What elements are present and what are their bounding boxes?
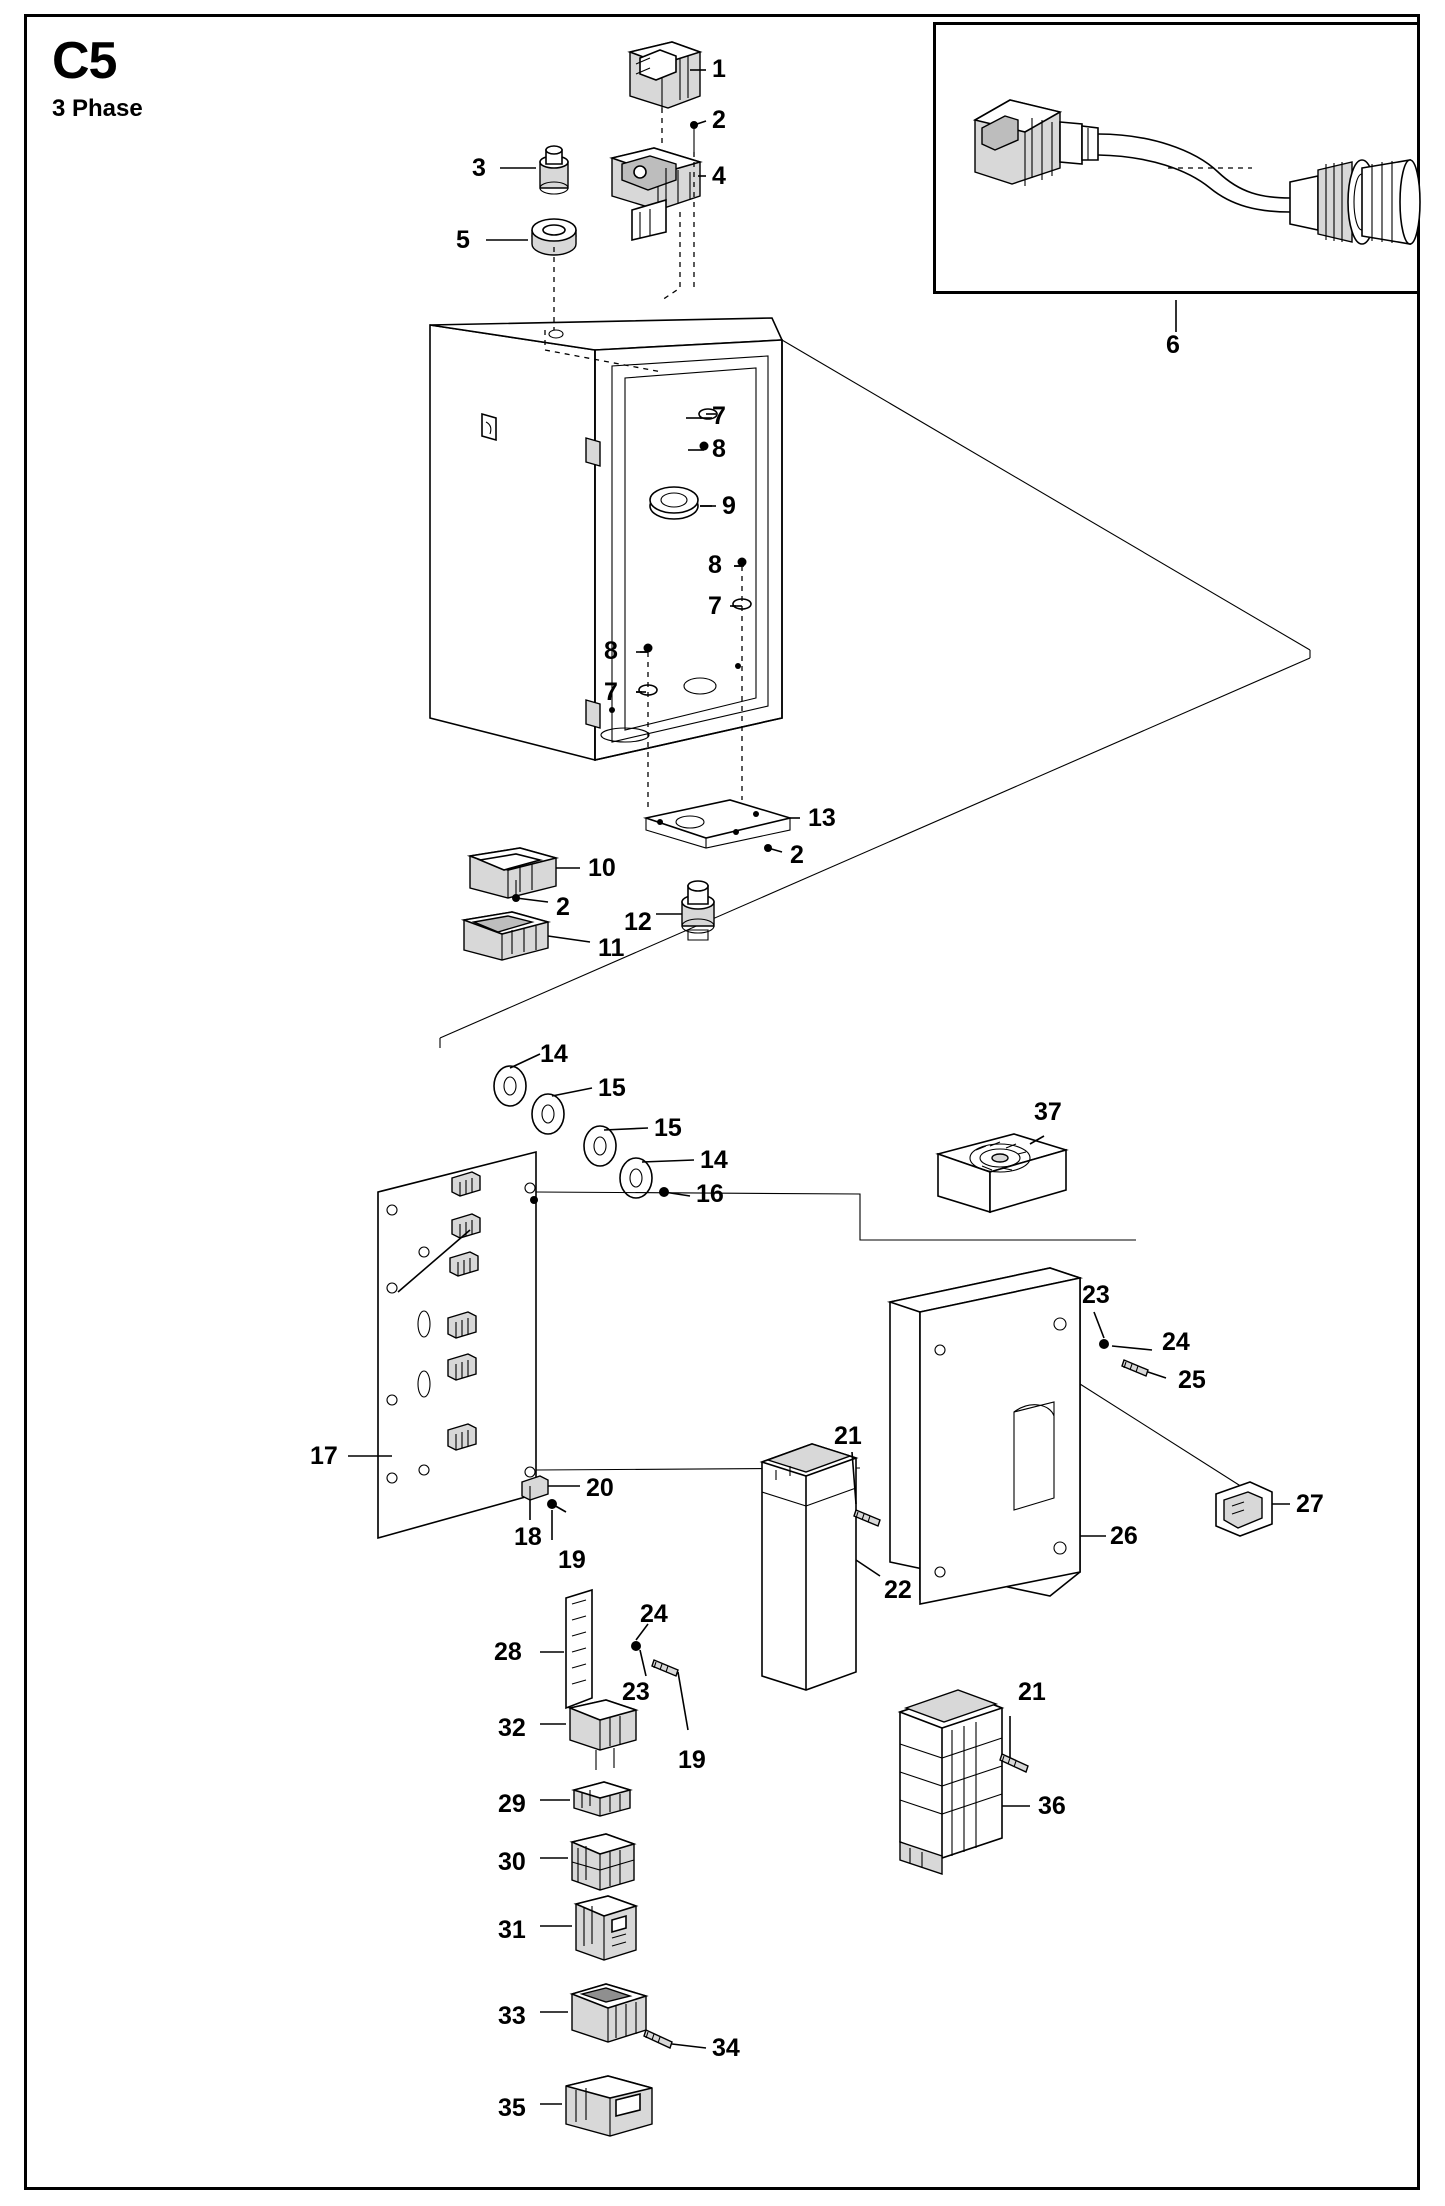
inset-detail-box (933, 22, 1420, 294)
callout-23: 23 (1082, 1281, 1110, 1309)
callout-27: 27 (1296, 1490, 1324, 1518)
page-border (24, 14, 1420, 2190)
callout-28: 28 (494, 1638, 522, 1666)
callout-7: 7 (712, 402, 726, 430)
callout-33: 33 (498, 2002, 526, 2030)
callout-9: 9 (722, 492, 736, 520)
callout-8-c: 8 (604, 637, 618, 665)
callout-13: 13 (808, 804, 836, 832)
callout-25: 25 (1178, 1366, 1206, 1394)
callout-15: 15 (598, 1074, 626, 1102)
callout-23-b: 23 (622, 1678, 650, 1706)
callout-14: 14 (540, 1040, 568, 1068)
callout-21: 21 (834, 1422, 862, 1450)
callout-8: 8 (712, 435, 726, 463)
callout-1: 1 (712, 55, 726, 83)
callout-26: 26 (1110, 1522, 1138, 1550)
callout-8-b: 8 (708, 551, 722, 579)
callout-3: 3 (472, 154, 486, 182)
callout-34: 34 (712, 2034, 740, 2062)
callout-22: 22 (884, 1576, 912, 1604)
callout-17: 17 (310, 1442, 338, 1470)
callout-5: 5 (456, 226, 470, 254)
callout-11: 11 (598, 934, 625, 962)
callout-36: 36 (1038, 1792, 1066, 1820)
callout-7-c: 7 (604, 678, 618, 706)
callout-6: 6 (1166, 331, 1180, 359)
title-block: C5 3 Phase (52, 34, 143, 124)
callout-20: 20 (586, 1474, 614, 1502)
callout-31: 31 (498, 1916, 526, 1944)
callout-21-b: 21 (1018, 1678, 1046, 1706)
page-subtitle: 3 Phase (52, 95, 143, 122)
callout-15-b: 15 (654, 1114, 682, 1142)
callout-2-b: 2 (790, 841, 804, 869)
callout-19: 19 (558, 1546, 586, 1574)
callout-12: 12 (624, 908, 652, 936)
callout-2: 2 (712, 106, 726, 134)
callout-7-b: 7 (708, 592, 722, 620)
callout-24: 24 (1162, 1328, 1190, 1356)
callout-24-b: 24 (640, 1600, 668, 1628)
page-title: C5 (52, 32, 117, 90)
callout-18: 18 (514, 1523, 542, 1551)
callout-29: 29 (498, 1790, 526, 1818)
callout-37: 37 (1034, 1098, 1062, 1126)
callout-4: 4 (712, 162, 726, 190)
callout-16: 16 (696, 1180, 724, 1208)
callout-32: 32 (498, 1714, 526, 1742)
callout-10: 10 (588, 854, 616, 882)
callout-35: 35 (498, 2094, 526, 2122)
callout-30: 30 (498, 1848, 526, 1876)
callout-19-b: 19 (678, 1746, 706, 1774)
callout-2-c: 2 (556, 893, 570, 921)
callout-14-b: 14 (700, 1146, 728, 1174)
